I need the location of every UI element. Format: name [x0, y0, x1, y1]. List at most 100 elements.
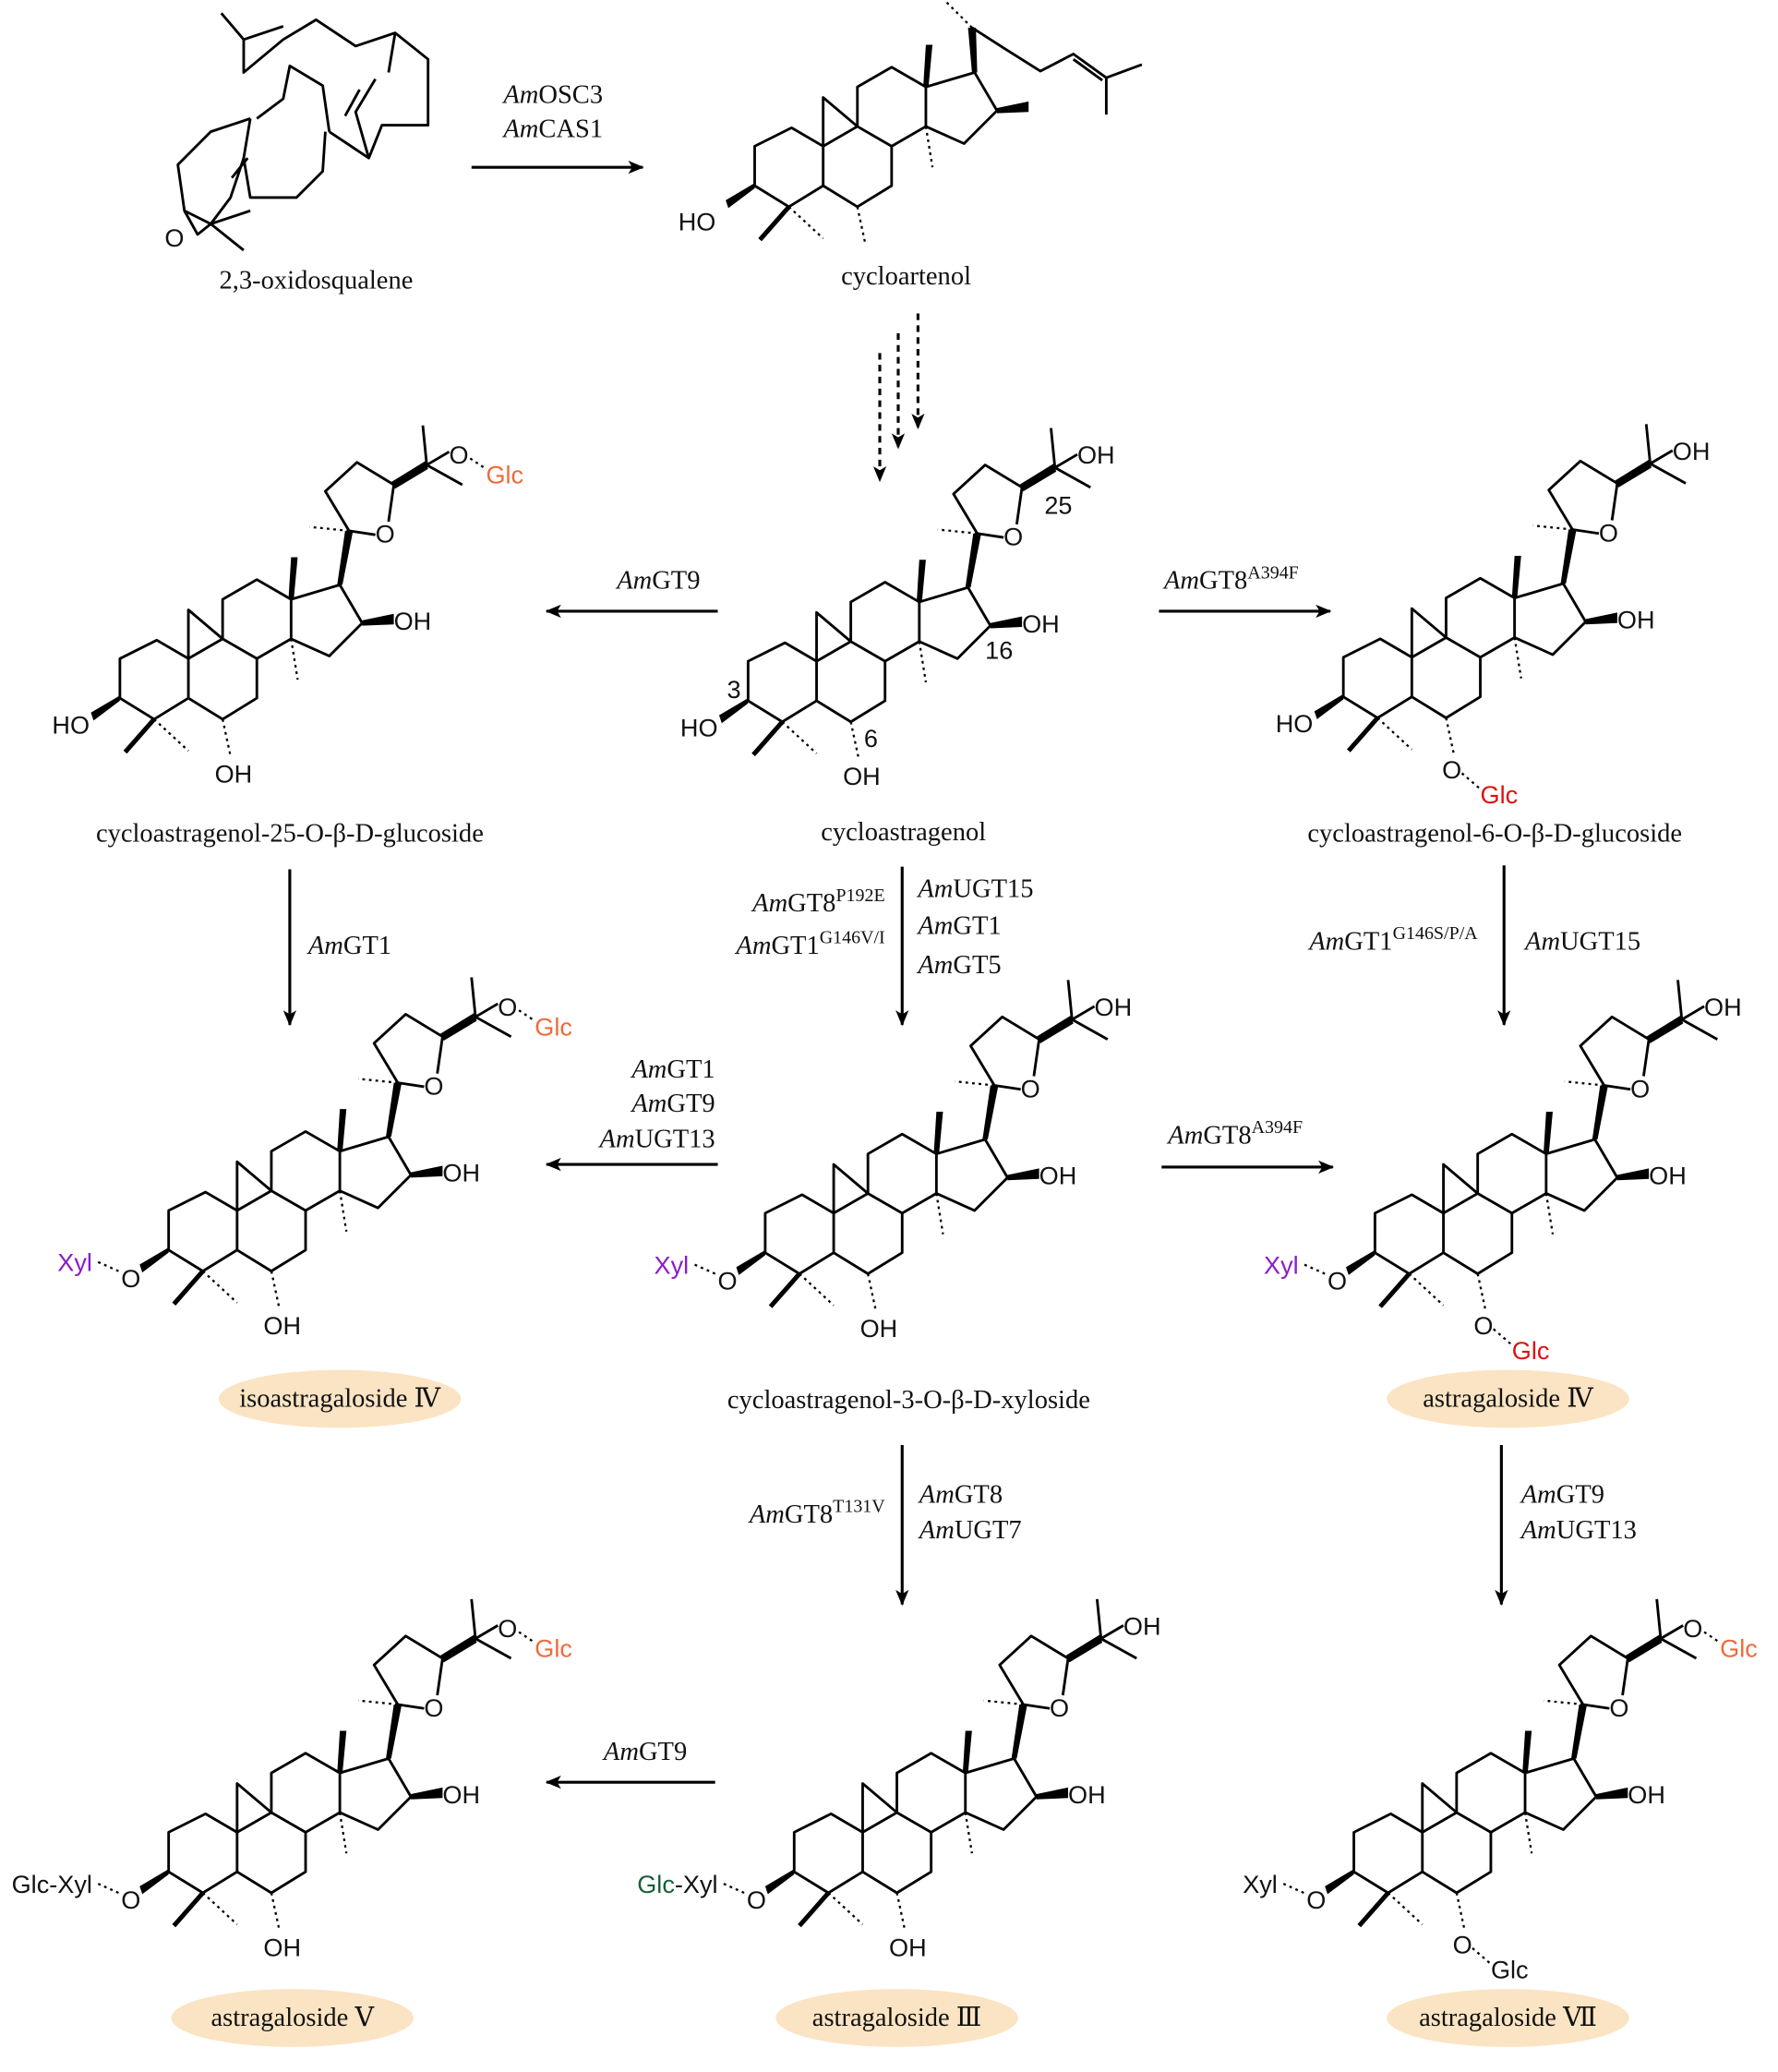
c6-oxygen: O [1473, 1311, 1493, 1340]
highlight-ellipse [775, 1989, 1018, 2047]
c16-oh: OH [1039, 1161, 1077, 1189]
enzyme-label-ugt15-a: AmUGT15 [916, 874, 1033, 903]
enzyme-label-gt9-b: AmGT9 [630, 1090, 715, 1118]
c25-glc-label: Glc [486, 461, 523, 489]
c25-oh: OH [1704, 993, 1742, 1021]
furan-oxygen: O [424, 1693, 443, 1722]
compound-name-cag25: cycloastragenol-25-O-β-D-glucoside [96, 820, 484, 849]
c3-oxygen: O [121, 1885, 140, 1914]
c25-oh: OH [1077, 440, 1115, 469]
c6-oxygen: O [1453, 1931, 1472, 1959]
c25-oh: OH [1095, 993, 1133, 1021]
furan-oxygen: O [424, 1071, 443, 1100]
oxidosqualene-structure: O [164, 12, 430, 252]
enzyme-label-ugt13-a: AmUGT13 [598, 1126, 715, 1154]
c3-sugar-chain: Glc-Xyl [12, 1870, 92, 1898]
c6-oh: OH [215, 759, 253, 788]
compound-name-ast3: astragaloside Ⅲ [812, 2004, 982, 2032]
c3-xyl-label: Xyl [1243, 1870, 1278, 1898]
enzyme-label-gt5: AmGT5 [916, 951, 1001, 980]
c25-oxygen: O [1683, 1614, 1702, 1643]
c3-oh: HO [680, 713, 718, 741]
c3-oxygen: O [718, 1267, 738, 1295]
c6-oxygen: O [1442, 755, 1461, 784]
enzyme-label-gt1-a: AmGT1 [916, 911, 1001, 940]
enzyme-label-gt8-a394f-a: AmGT8A394F [1162, 562, 1299, 595]
highlight-ellipse [1387, 1369, 1629, 1428]
c3-oxygen: O [121, 1264, 140, 1293]
c25-glc-label: Glc [1720, 1634, 1758, 1663]
c25-glc-label: Glc [535, 1634, 572, 1663]
c25-oxygen: O [498, 1614, 517, 1643]
enzyme-label-gt8: AmGT8 [918, 1481, 1003, 1510]
enzyme-label-ugt15-b: AmUGT15 [1523, 928, 1640, 957]
c25-oh: OH [1673, 437, 1711, 465]
compound-name-cag3x: cycloastragenol-3-O-β-D-xyloside [727, 1386, 1090, 1415]
c16-oh: OH [442, 1159, 480, 1187]
enzyme-label-gt1-g146spa: AmGT1G146S/P/A [1307, 923, 1478, 956]
glc-label: Glc [637, 1870, 675, 1898]
c16-oh: OH [442, 1780, 480, 1809]
c16-oh: OH [1068, 1780, 1106, 1809]
enzyme-label-gt8-p192e: AmGT8P192E [751, 885, 885, 918]
c3-sugar-chain: Glc-Xyl [637, 1870, 717, 1898]
glc-label: Glc [12, 1870, 50, 1898]
enzyme-label-osc3: AmOSC3 [501, 80, 603, 109]
c16-oh: OH [1022, 609, 1060, 638]
enzyme-label-gt9-d: AmGT9 [602, 1738, 687, 1766]
xyl-label: -Xyl [49, 1870, 92, 1898]
cycloartenol-structure: HO [679, 0, 1143, 243]
locant-6: 6 [864, 724, 878, 753]
oh-label: HO [679, 208, 716, 236]
furan-oxygen: O [1021, 1074, 1040, 1102]
highlight-ellipse [1387, 1989, 1629, 2047]
compound-name-ast7: astragaloside Ⅶ [1419, 2004, 1597, 2032]
c25-oxygen: O [498, 993, 517, 1021]
c16-oh: OH [1617, 605, 1655, 633]
c3-xyl-label: Xyl [655, 1250, 690, 1279]
enzyme-label-gt1-g146vi: AmGT1G146V/I [734, 927, 884, 959]
enzyme-label-cas1: AmCAS1 [501, 114, 603, 143]
furan-oxygen: O [1050, 1693, 1069, 1722]
compound-name-cag6: cycloastragenol-6-O-β-D-glucoside [1307, 820, 1682, 849]
enzyme-label-ugt7: AmUGT7 [918, 1516, 1022, 1545]
c16-oh: OH [1649, 1161, 1687, 1189]
locant-16: 16 [985, 635, 1013, 664]
c6-oh: OH [263, 1933, 301, 1961]
enzyme-label-gt9-c: AmGT9 [1520, 1481, 1604, 1510]
compound-name-ast5: astragaloside Ⅴ [210, 2004, 375, 2032]
c6-glc-label: Glc [1491, 1956, 1529, 1984]
c16-oh: OH [1628, 1780, 1665, 1809]
enzyme-label-gt8-t131v: AmGT8T131V [748, 1497, 885, 1529]
c6-oh: OH [843, 762, 881, 790]
locant-25: 25 [1044, 490, 1072, 519]
xyl-label: -Xyl [675, 1870, 718, 1898]
compound-name-isoast4: isoastragaloside Ⅳ [239, 1385, 440, 1414]
c6-oh: OH [263, 1311, 301, 1340]
enzyme-label-gt1-c: AmGT1 [630, 1055, 715, 1084]
c6-oh: OH [889, 1933, 927, 1961]
furan-oxygen: O [1003, 523, 1023, 551]
c3-oh: HO [52, 711, 90, 740]
c25-oh: OH [1123, 1611, 1161, 1640]
furan-oxygen: O [1599, 518, 1618, 547]
enzyme-label-ugt13-b: AmUGT13 [1520, 1516, 1637, 1545]
enzyme-label-gt1-b: AmGT1 [306, 932, 391, 960]
c6-glc-label: Glc [1481, 780, 1519, 809]
compound-name-ast4: astragaloside Ⅳ [1423, 1385, 1593, 1414]
c3-xyl-label: Xyl [1264, 1250, 1299, 1279]
c16-oh: OH [394, 607, 432, 635]
epoxide-oxygen: O [164, 223, 184, 252]
c6-oh: OH [860, 1314, 898, 1343]
enzyme-label-gt8-a394f-b: AmGT8A394F [1166, 1117, 1303, 1150]
